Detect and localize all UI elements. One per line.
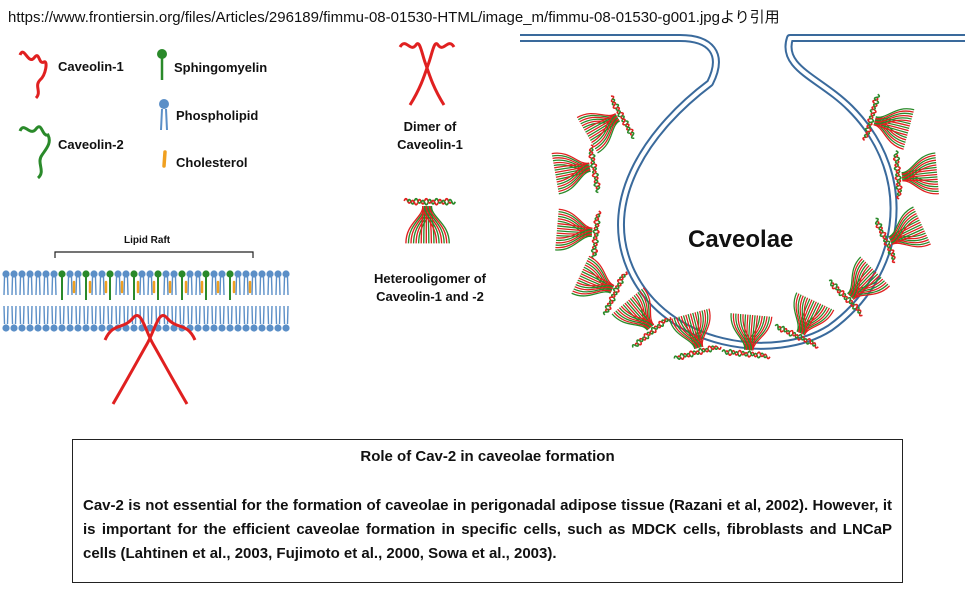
legend-caveolin2: Caveolin-2 <box>58 137 124 152</box>
sphingomyelin-icon <box>157 49 167 80</box>
heterooligomer-icon <box>403 197 456 244</box>
legend-cholesterol: Cholesterol <box>176 155 248 170</box>
caveolin2-icon <box>18 125 51 180</box>
info-title: Role of Cav-2 in caveolae formation <box>360 448 615 465</box>
dimer-label: Dimer of Caveolin-1 <box>370 118 490 154</box>
caveolin1-icon <box>18 50 48 100</box>
lipid-raft-label: Lipid Raft <box>124 235 171 246</box>
hetero-label-line2: Caveolin-1 and -2 <box>376 289 484 304</box>
legend-caveolin1: Caveolin-1 <box>58 59 124 74</box>
caveolae-diagram <box>520 34 965 360</box>
legend-phospholipid: Phospholipid <box>176 108 259 123</box>
source-url: https://www.frontiersin.org/files/Articl… <box>8 9 780 26</box>
info-body: Cav-2 is not essential for the formation… <box>83 497 892 562</box>
membrane-caveolin1-dimer <box>103 314 197 405</box>
dimer-label-line1: Dimer of <box>403 119 457 134</box>
dimer-icon <box>398 42 456 106</box>
legend-sphingomyelin: Sphingomyelin <box>174 60 268 75</box>
phospholipid-icon <box>159 99 169 131</box>
dimer-label-line2: Caveolin-1 <box>397 137 463 152</box>
hetero-label-line1: Heterooligomer of <box>374 271 486 286</box>
caveolae-label: Caveolae <box>688 226 794 253</box>
lipid-bilayer <box>2 270 290 332</box>
heterooligomer-label: Heterooligomer of Caveolin-1 and -2 <box>355 270 505 306</box>
info-box: Role of Cav-2 in caveolae formation Cav-… <box>72 439 903 583</box>
cholesterol-icon <box>162 150 167 168</box>
lipid-raft-bracket <box>54 251 254 258</box>
